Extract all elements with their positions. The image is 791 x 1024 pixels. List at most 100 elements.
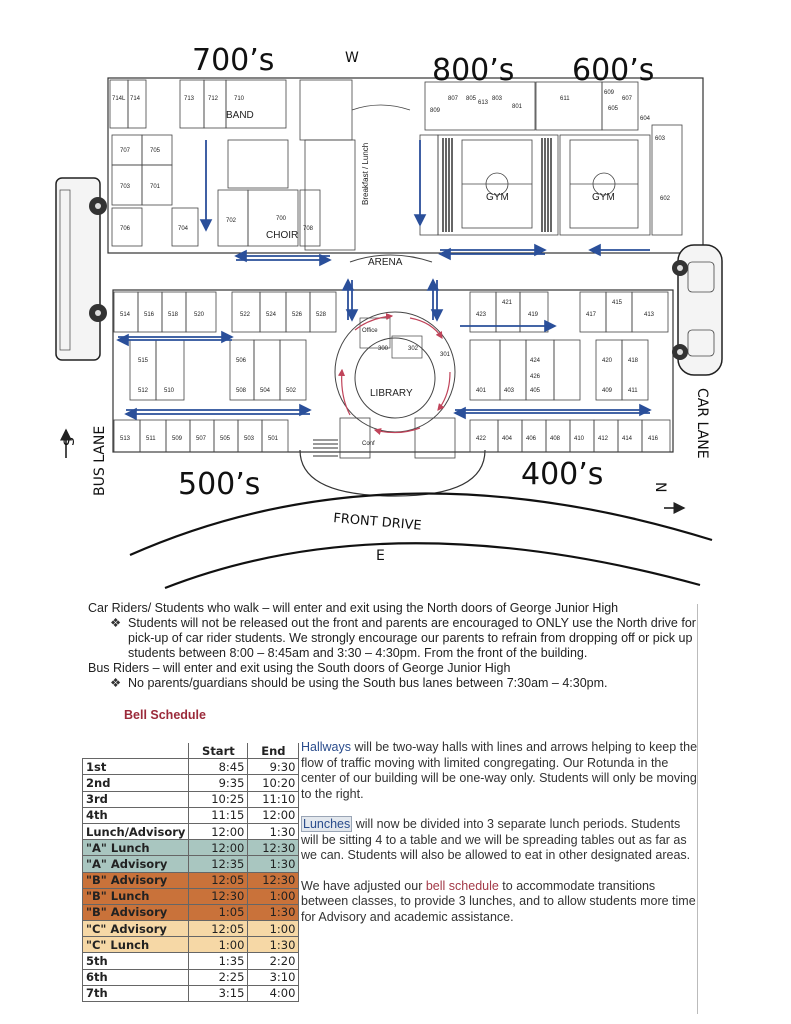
schedule-period-name: 5th bbox=[81, 952, 190, 970]
rotunda-arrows bbox=[337, 312, 451, 435]
schedule-start-time: 12:05 bbox=[188, 920, 249, 938]
breakfast-lunch-label: Breakfast / Lunch bbox=[361, 143, 370, 205]
room-number: 520 bbox=[194, 312, 205, 318]
schedule-period-name: 3rd bbox=[81, 790, 190, 808]
rotunda bbox=[334, 311, 456, 433]
room-number: 405 bbox=[530, 388, 541, 394]
room-number: 501 bbox=[268, 436, 279, 442]
pickup-notes: Car Riders/ Students who walk – will ent… bbox=[88, 601, 703, 691]
schedule-start-time: 12:35 bbox=[188, 855, 249, 873]
front-stairs bbox=[313, 439, 338, 457]
room-number: 300 bbox=[378, 346, 389, 352]
room-number: 513 bbox=[120, 436, 131, 442]
car-riders-bullet: ❖Students will not be released out the f… bbox=[88, 616, 703, 661]
schedule-end-time: 2:20 bbox=[247, 952, 300, 970]
room-number: 504 bbox=[260, 388, 271, 394]
room-number: 419 bbox=[528, 312, 539, 318]
room-number: 411 bbox=[628, 388, 638, 394]
room-number: 506 bbox=[236, 358, 247, 364]
room-number: 420 bbox=[602, 358, 613, 364]
bell-text-post: to accommodate transitions between class… bbox=[301, 878, 696, 924]
schedule-start-time: 11:15 bbox=[188, 806, 249, 824]
hallways-text: will be two-way halls with lines and arr… bbox=[301, 740, 698, 801]
gym-courts bbox=[461, 139, 639, 229]
bus-riders-header: Bus Riders – will enter and exit using t… bbox=[88, 661, 511, 675]
arena-label: ARENA bbox=[368, 257, 403, 268]
room-number: 705 bbox=[150, 148, 161, 154]
diamond-bullet-icon: ❖ bbox=[110, 616, 122, 630]
schedule-end-time: 1:00 bbox=[247, 920, 300, 938]
wing-400-room-numbers: 423 421 419 417 415 413 424 409 426 405 … bbox=[476, 300, 659, 442]
front-drive-label: FRONT DRIVE bbox=[333, 511, 423, 534]
wing-400-rooms bbox=[469, 291, 671, 453]
room-number: 413 bbox=[644, 312, 655, 318]
room-number: 507 bbox=[196, 436, 207, 442]
room-number: 514 bbox=[120, 312, 131, 318]
wing-500-room-numbers: 514 516 518 520 522 524 526 528 515 512 … bbox=[120, 312, 327, 442]
schedule-period-name: "C" Lunch bbox=[81, 936, 190, 954]
room-number: 423 bbox=[476, 312, 487, 318]
room-number: 302 bbox=[408, 346, 419, 352]
room-number: 502 bbox=[286, 388, 297, 394]
gym-label: GYM bbox=[486, 192, 509, 203]
front-office-rooms bbox=[339, 417, 456, 459]
wing-labels: 700’s 800’s 600’s 500’s 400’s bbox=[178, 43, 654, 502]
compass-north: N bbox=[652, 482, 668, 492]
wing-700-label: 700’s bbox=[192, 43, 274, 78]
lunches-paragraph: Lunches will now be divided into 3 separ… bbox=[301, 816, 701, 864]
wing-600-label: 600’s bbox=[572, 53, 654, 88]
room-number: 605 bbox=[608, 106, 619, 112]
hallway-arrows bbox=[116, 140, 652, 421]
bell-schedule-title: Bell Schedule bbox=[124, 708, 206, 722]
schedule-start-time: 9:35 bbox=[188, 774, 249, 792]
schedule-period-name: 2nd bbox=[81, 774, 190, 792]
room-number: 418 bbox=[628, 358, 639, 364]
band-label: BAND bbox=[226, 110, 254, 121]
schedule-end-time: 10:20 bbox=[247, 774, 300, 792]
room-number: 707 bbox=[120, 148, 131, 154]
schedule-start-time: 12:30 bbox=[188, 887, 249, 905]
table-header-row: Start End bbox=[82, 743, 300, 760]
schedule-start-time: 12:00 bbox=[188, 839, 249, 857]
car-lane-label: CAR LANE bbox=[694, 388, 710, 459]
bus-riders-text: No parents/guardians should be using the… bbox=[128, 676, 608, 690]
schedule-start-time: 12:05 bbox=[188, 871, 249, 889]
room-number: 607 bbox=[622, 96, 633, 102]
bleachers bbox=[442, 138, 552, 232]
compass-south: S bbox=[62, 437, 78, 446]
room-number: 403 bbox=[504, 388, 515, 394]
lunches-text: will now be divided into 3 separate lunc… bbox=[301, 817, 691, 862]
room-number: 404 bbox=[502, 436, 513, 442]
table-header-end: End bbox=[247, 743, 300, 760]
room-number: 408 bbox=[550, 436, 561, 442]
room-number: 515 bbox=[138, 358, 149, 364]
schedule-end-time: 12:00 bbox=[247, 806, 300, 824]
room-number: 803 bbox=[492, 96, 503, 102]
hallways-keyword: Hallways bbox=[301, 740, 352, 754]
room-number: 603 bbox=[655, 136, 666, 142]
schedule-start-time: 12:00 bbox=[188, 822, 249, 841]
schedule-period-name: "A" Advisory bbox=[81, 855, 190, 873]
room-number: 604 bbox=[640, 116, 651, 122]
front-drive-curves bbox=[129, 492, 713, 590]
room-number: 710 bbox=[234, 96, 245, 102]
schedule-end-time: 1:30 bbox=[247, 822, 300, 841]
room-number: 414 bbox=[622, 436, 633, 442]
bus-icon bbox=[55, 177, 107, 361]
room-number: 409 bbox=[602, 388, 613, 394]
schedule-start-time: 1:05 bbox=[188, 903, 249, 922]
wing-800-label: 800’s bbox=[432, 53, 514, 88]
wing-700-room-numbers: 714L 714 713 712 710 707 705 703 701 706… bbox=[112, 96, 314, 232]
room-number: 406 bbox=[526, 436, 537, 442]
room-number: Office bbox=[362, 328, 378, 334]
room-number: 509 bbox=[172, 436, 183, 442]
room-number: 518 bbox=[168, 312, 179, 318]
